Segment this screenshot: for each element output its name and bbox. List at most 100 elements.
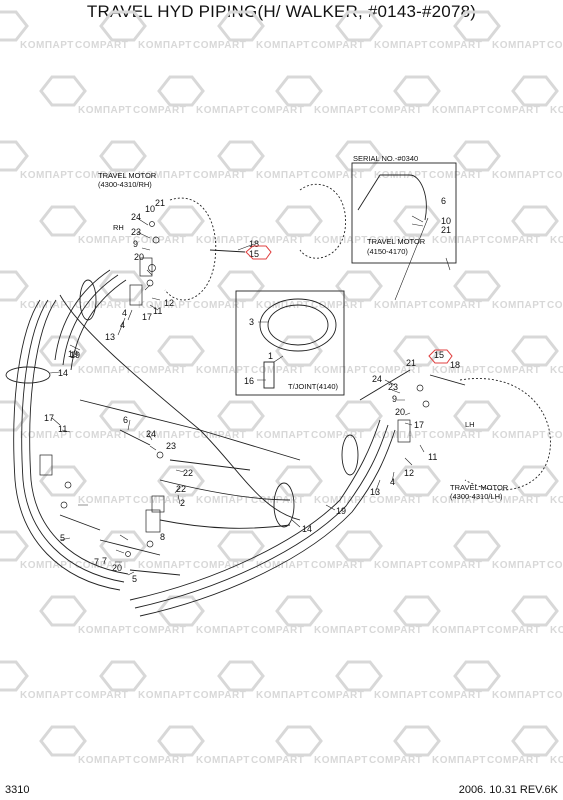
watermark-brand-b: COMPART: [547, 430, 563, 441]
tjoint-inset-box: [235, 290, 345, 396]
watermark-brand-b: COMPART: [75, 170, 128, 181]
watermark-brand-a: KOMПАРТ: [432, 365, 486, 376]
callout-label: 20: [134, 252, 144, 262]
watermark-brand-b: COMPART: [429, 560, 482, 571]
hose-bundle: [70, 279, 127, 371]
tjoint-plate-inner: [267, 304, 329, 346]
caption-travel-motor-lh: TRAVEL MOTOR: [450, 483, 509, 492]
tube: [169, 459, 251, 471]
watermark-brand-b: COMPART: [487, 755, 540, 766]
watermark-brand-a: KOMПАРТ: [196, 755, 250, 766]
callout-label: 19: [70, 350, 80, 360]
hose-bundle: [134, 424, 389, 609]
watermark-brand-a: KOMПАРТ: [196, 625, 250, 636]
watermark-brand-b: COMPART: [369, 625, 422, 636]
hose-bundle: [139, 429, 396, 617]
caption-tjoint: T/JOINT(4140): [288, 382, 339, 391]
watermark-brand-a: KOMПАРТ: [550, 105, 563, 116]
watermark-brand-b: COMPART: [193, 300, 246, 311]
watermark-brand-b: COMPART: [369, 105, 422, 116]
watermark-brand-b: COMPART: [547, 300, 563, 311]
watermark-brand-a: KOMПАРТ: [492, 690, 546, 701]
watermark-brand-a: KOMПАРТ: [256, 170, 310, 181]
watermark-brand-a: KOMПАРТ: [374, 430, 428, 441]
watermark-hexagon: [335, 530, 383, 562]
highlight-marks: [245, 245, 453, 364]
watermark-brand-a: KOMПАРТ: [20, 560, 74, 571]
watermark-hexagon: [275, 465, 323, 497]
watermark-hexagon: [511, 75, 559, 107]
callout-label: 21: [406, 358, 416, 368]
watermark-brand-b: COMPART: [251, 495, 304, 506]
watermark-brand-b: COMPART: [487, 105, 540, 116]
watermark-brand-a: KOMПАРТ: [256, 40, 310, 51]
watermark-brand-b: COMPART: [311, 300, 364, 311]
hose-bundle: [59, 294, 301, 521]
tube: [209, 249, 246, 253]
watermark-hexagon: [335, 270, 383, 302]
watermark-brand-a: KOMПАРТ: [550, 235, 563, 246]
watermark-brand-a: KOMПАРТ: [256, 690, 310, 701]
callout-label: 18: [249, 239, 259, 249]
callout-label: 24: [372, 374, 382, 384]
watermark-hexagon: [275, 75, 323, 107]
callout-label: 23: [131, 227, 141, 237]
watermark-hexagon: [453, 270, 501, 302]
tube: [129, 569, 181, 576]
callout-label: 11: [153, 306, 162, 316]
watermark-hexagon: [99, 270, 147, 302]
watermark-brand-a: KOMПАРТ: [492, 560, 546, 571]
watermark-hexagon: [393, 205, 441, 237]
callout-label: 20: [112, 563, 122, 573]
callout-label: 16: [244, 376, 254, 386]
watermark-brand-b: COMPART: [487, 495, 540, 506]
watermark-hexagon: [99, 530, 147, 562]
watermark-brand-a: KOMПАРТ: [550, 495, 563, 506]
watermark-hexagon: [217, 400, 265, 432]
tube: [79, 399, 301, 461]
watermark-hexagon: [0, 270, 29, 302]
callout-label: 9: [392, 394, 397, 404]
callout-label: 4: [120, 320, 125, 330]
watermark-brand-a: KOMПАРТ: [492, 300, 546, 311]
callout-label: 9: [133, 239, 138, 249]
watermark-brand-b: COMPART: [429, 430, 482, 441]
tjoint-fitting: [263, 361, 275, 389]
watermark-brand-a: KOMПАРТ: [492, 170, 546, 181]
callout-label: 7: [102, 556, 107, 566]
watermark-brand-b: COMPART: [133, 105, 186, 116]
watermark-hexagon: [511, 335, 559, 367]
watermark-brand-b: COMPART: [369, 495, 422, 506]
watermark-hexagon: [217, 270, 265, 302]
callout-label: 17: [414, 420, 424, 430]
watermark-brand-a: KOMПАРТ: [20, 300, 74, 311]
hose-bundle: [159, 519, 291, 529]
watermark-brand-b: COMPART: [547, 690, 563, 701]
watermark-brand-a: KOMПАРТ: [256, 560, 310, 571]
watermark-hexagon: [453, 140, 501, 172]
watermark-brand-a: KOMПАРТ: [314, 235, 368, 246]
watermark-brand-b: COMPART: [311, 40, 364, 51]
caption-travel-motor-alt: TRAVEL MOTOR: [367, 237, 426, 246]
hose-bundle: [29, 299, 129, 575]
watermark-hexagon: [157, 725, 205, 757]
callout-label: 18: [450, 360, 460, 370]
callout-label: 13: [370, 487, 380, 497]
watermark-brand-b: COMPART: [75, 40, 128, 51]
